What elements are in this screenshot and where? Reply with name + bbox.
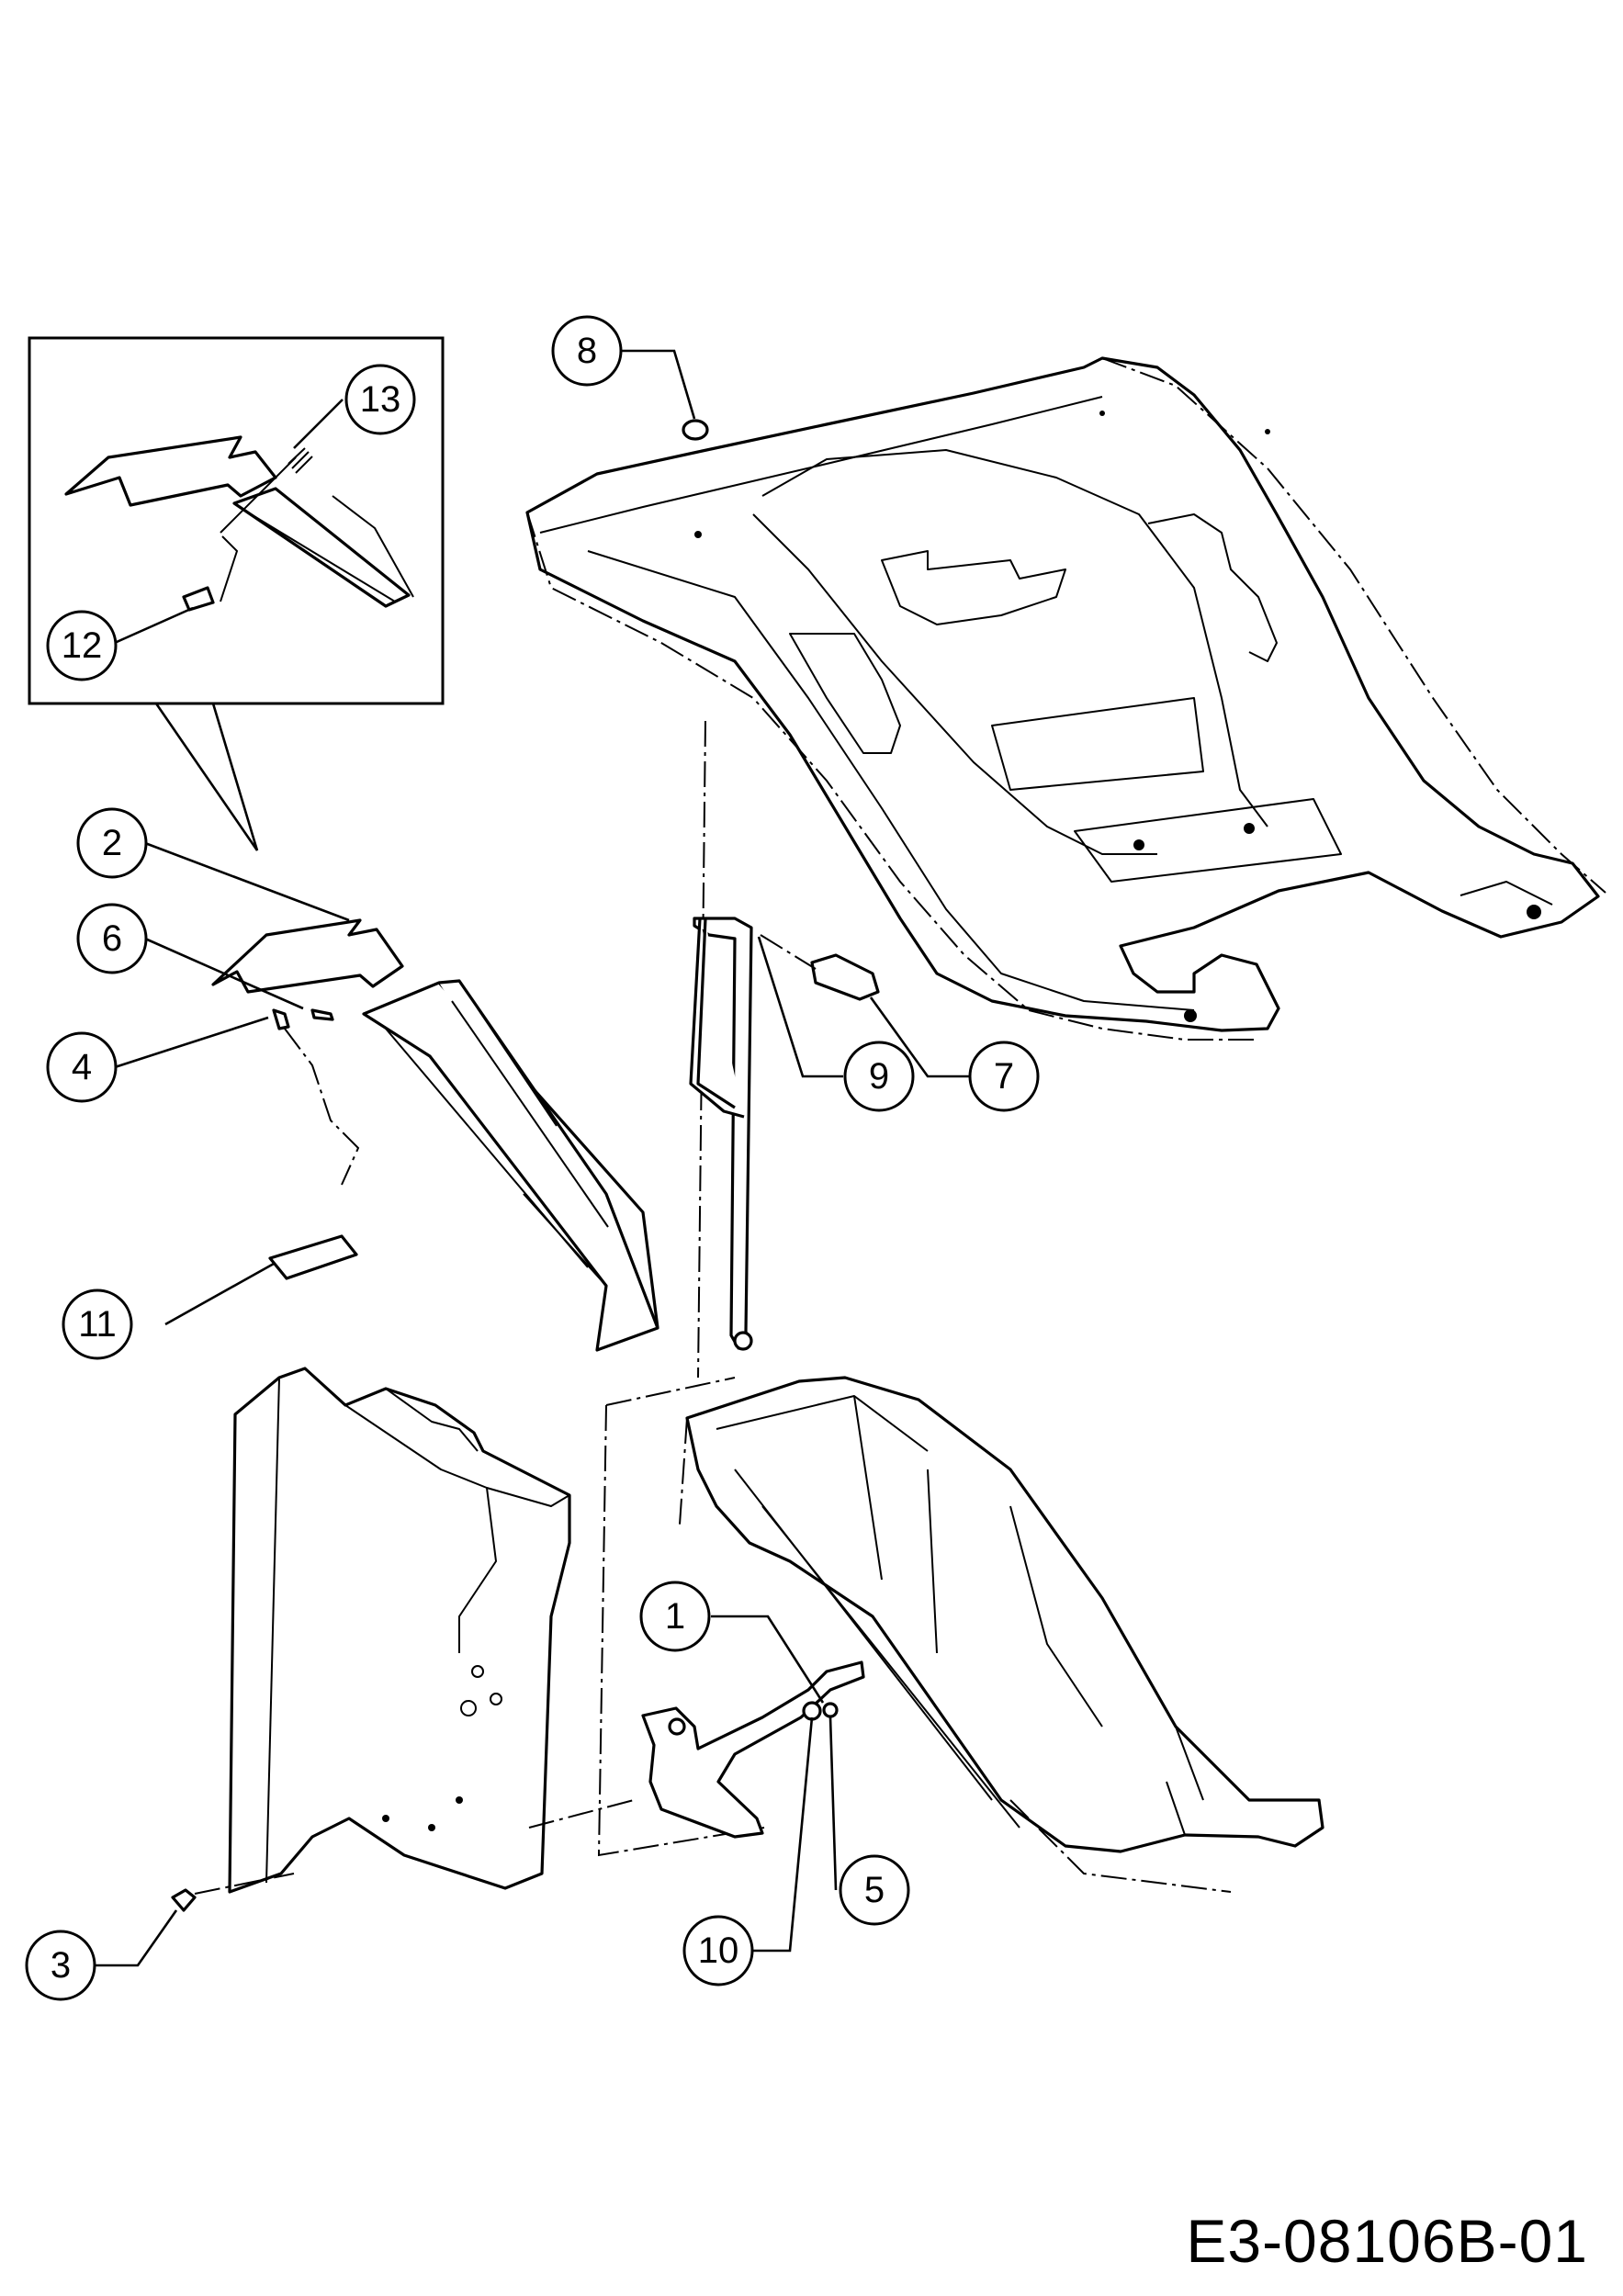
lever-part-1 (641, 1660, 865, 1839)
callout-4: 4 (46, 1031, 118, 1103)
callout-3: 3 (25, 1930, 96, 2001)
bolt-part-4 (272, 1008, 290, 1030)
callout-7: 7 (968, 1041, 1040, 1112)
callout-9: 9 (843, 1041, 915, 1112)
tunnel-cover (597, 1376, 1324, 1893)
leader-lines (96, 349, 969, 1967)
callout-11: 11 (62, 1289, 133, 1360)
callout-5: 5 (839, 1854, 910, 1926)
svg-text:2: 2 (102, 823, 122, 863)
bolt-part-3 (171, 1888, 197, 1912)
svg-text:11: 11 (78, 1304, 117, 1345)
svg-text:10: 10 (698, 1930, 739, 1971)
svg-text:7: 7 (994, 1056, 1014, 1097)
svg-text:5: 5 (864, 1870, 885, 1910)
callout-2: 2 (76, 807, 148, 879)
callout-6: 6 (76, 903, 148, 974)
svg-text:4: 4 (72, 1047, 92, 1087)
nut-part-8 (682, 419, 709, 441)
callout-12: 12 (46, 610, 118, 681)
pin-part-6 (310, 1008, 334, 1021)
svg-text:6: 6 (102, 918, 122, 959)
svg-text:9: 9 (869, 1056, 889, 1097)
clip-part-11 (268, 1234, 358, 1280)
shroud-part-2 (211, 918, 659, 1352)
callout-10: 10 (682, 1915, 754, 1986)
svg-text:3: 3 (51, 1945, 71, 1986)
inset-pointer (154, 703, 259, 851)
svg-text:8: 8 (577, 331, 597, 371)
fender (525, 356, 1606, 1379)
rod-part-9 (689, 917, 753, 1351)
callout-13: 13 (344, 364, 416, 435)
callout-1: 1 (639, 1581, 711, 1652)
callout-8: 8 (551, 315, 623, 387)
svg-text:12: 12 (62, 625, 103, 666)
svg-text:1: 1 (665, 1596, 685, 1637)
knob-part-7 (810, 953, 880, 1001)
svg-text:13: 13 (360, 379, 401, 420)
drawing-number: E3-08106B-01 (1186, 2207, 1588, 2275)
panel-plate (228, 1367, 571, 1894)
